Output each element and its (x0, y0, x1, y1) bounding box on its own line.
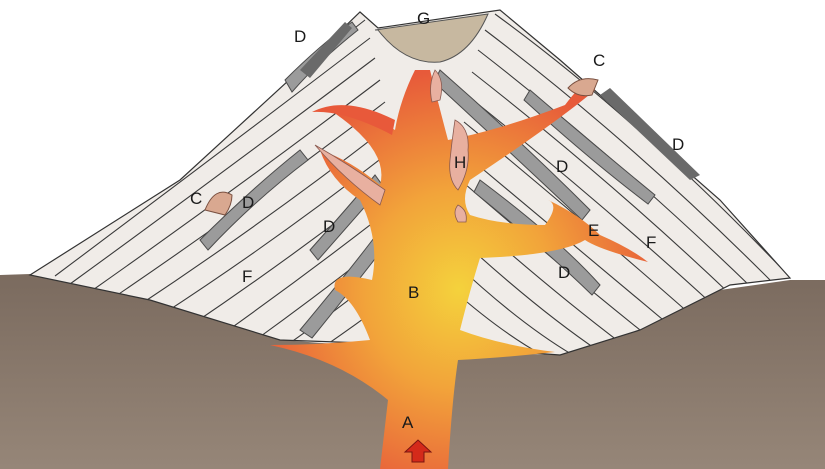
label-d-mid-right: D (556, 157, 568, 176)
label-f-left: F (242, 267, 252, 286)
label-d-left: D (242, 193, 254, 212)
label-d-lower-right: D (558, 263, 570, 282)
label-d-center-left: D (323, 217, 335, 236)
label-b: B (408, 283, 419, 302)
label-d-top: D (294, 27, 306, 46)
label-f-right: F (646, 233, 656, 252)
label-a: A (402, 413, 414, 432)
label-e: E (588, 221, 599, 240)
label-g: G (417, 9, 430, 28)
label-h: H (454, 153, 466, 172)
label-d-right-upper: D (672, 135, 684, 154)
label-c-left: C (190, 189, 202, 208)
label-c-right: C (593, 51, 605, 70)
